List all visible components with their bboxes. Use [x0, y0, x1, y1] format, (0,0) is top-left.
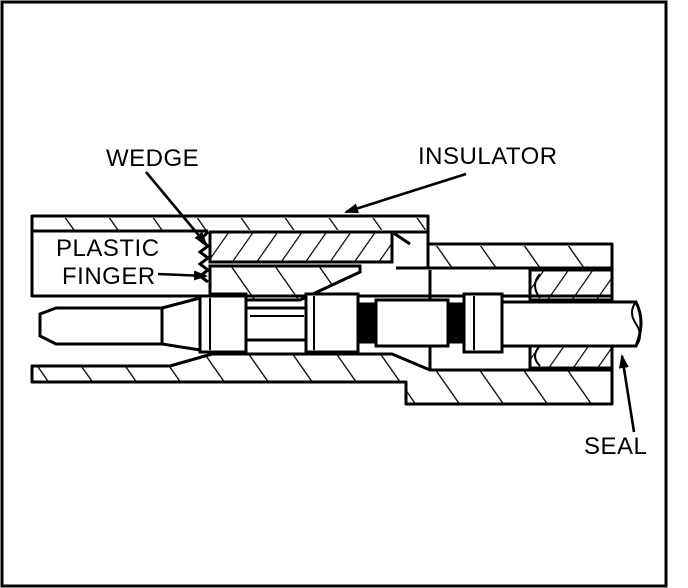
label-plastic: PLASTIC [56, 235, 160, 262]
seal-leader [618, 354, 636, 433]
wedge-leader [145, 171, 208, 246]
insulator-leader [344, 172, 467, 214]
figure-frame [0, 0, 668, 588]
leader-lines [145, 171, 636, 433]
insulator-body [30, 214, 614, 406]
wedge-block [197, 230, 394, 302]
plastic-finger-leader [157, 270, 208, 281]
label-wedge: WEDGE [106, 145, 199, 172]
terminal-pin [38, 292, 643, 354]
label-insulator: INSULATOR [418, 143, 558, 170]
label-seal: SEAL [584, 433, 647, 460]
label-finger: FINGER [62, 263, 156, 290]
